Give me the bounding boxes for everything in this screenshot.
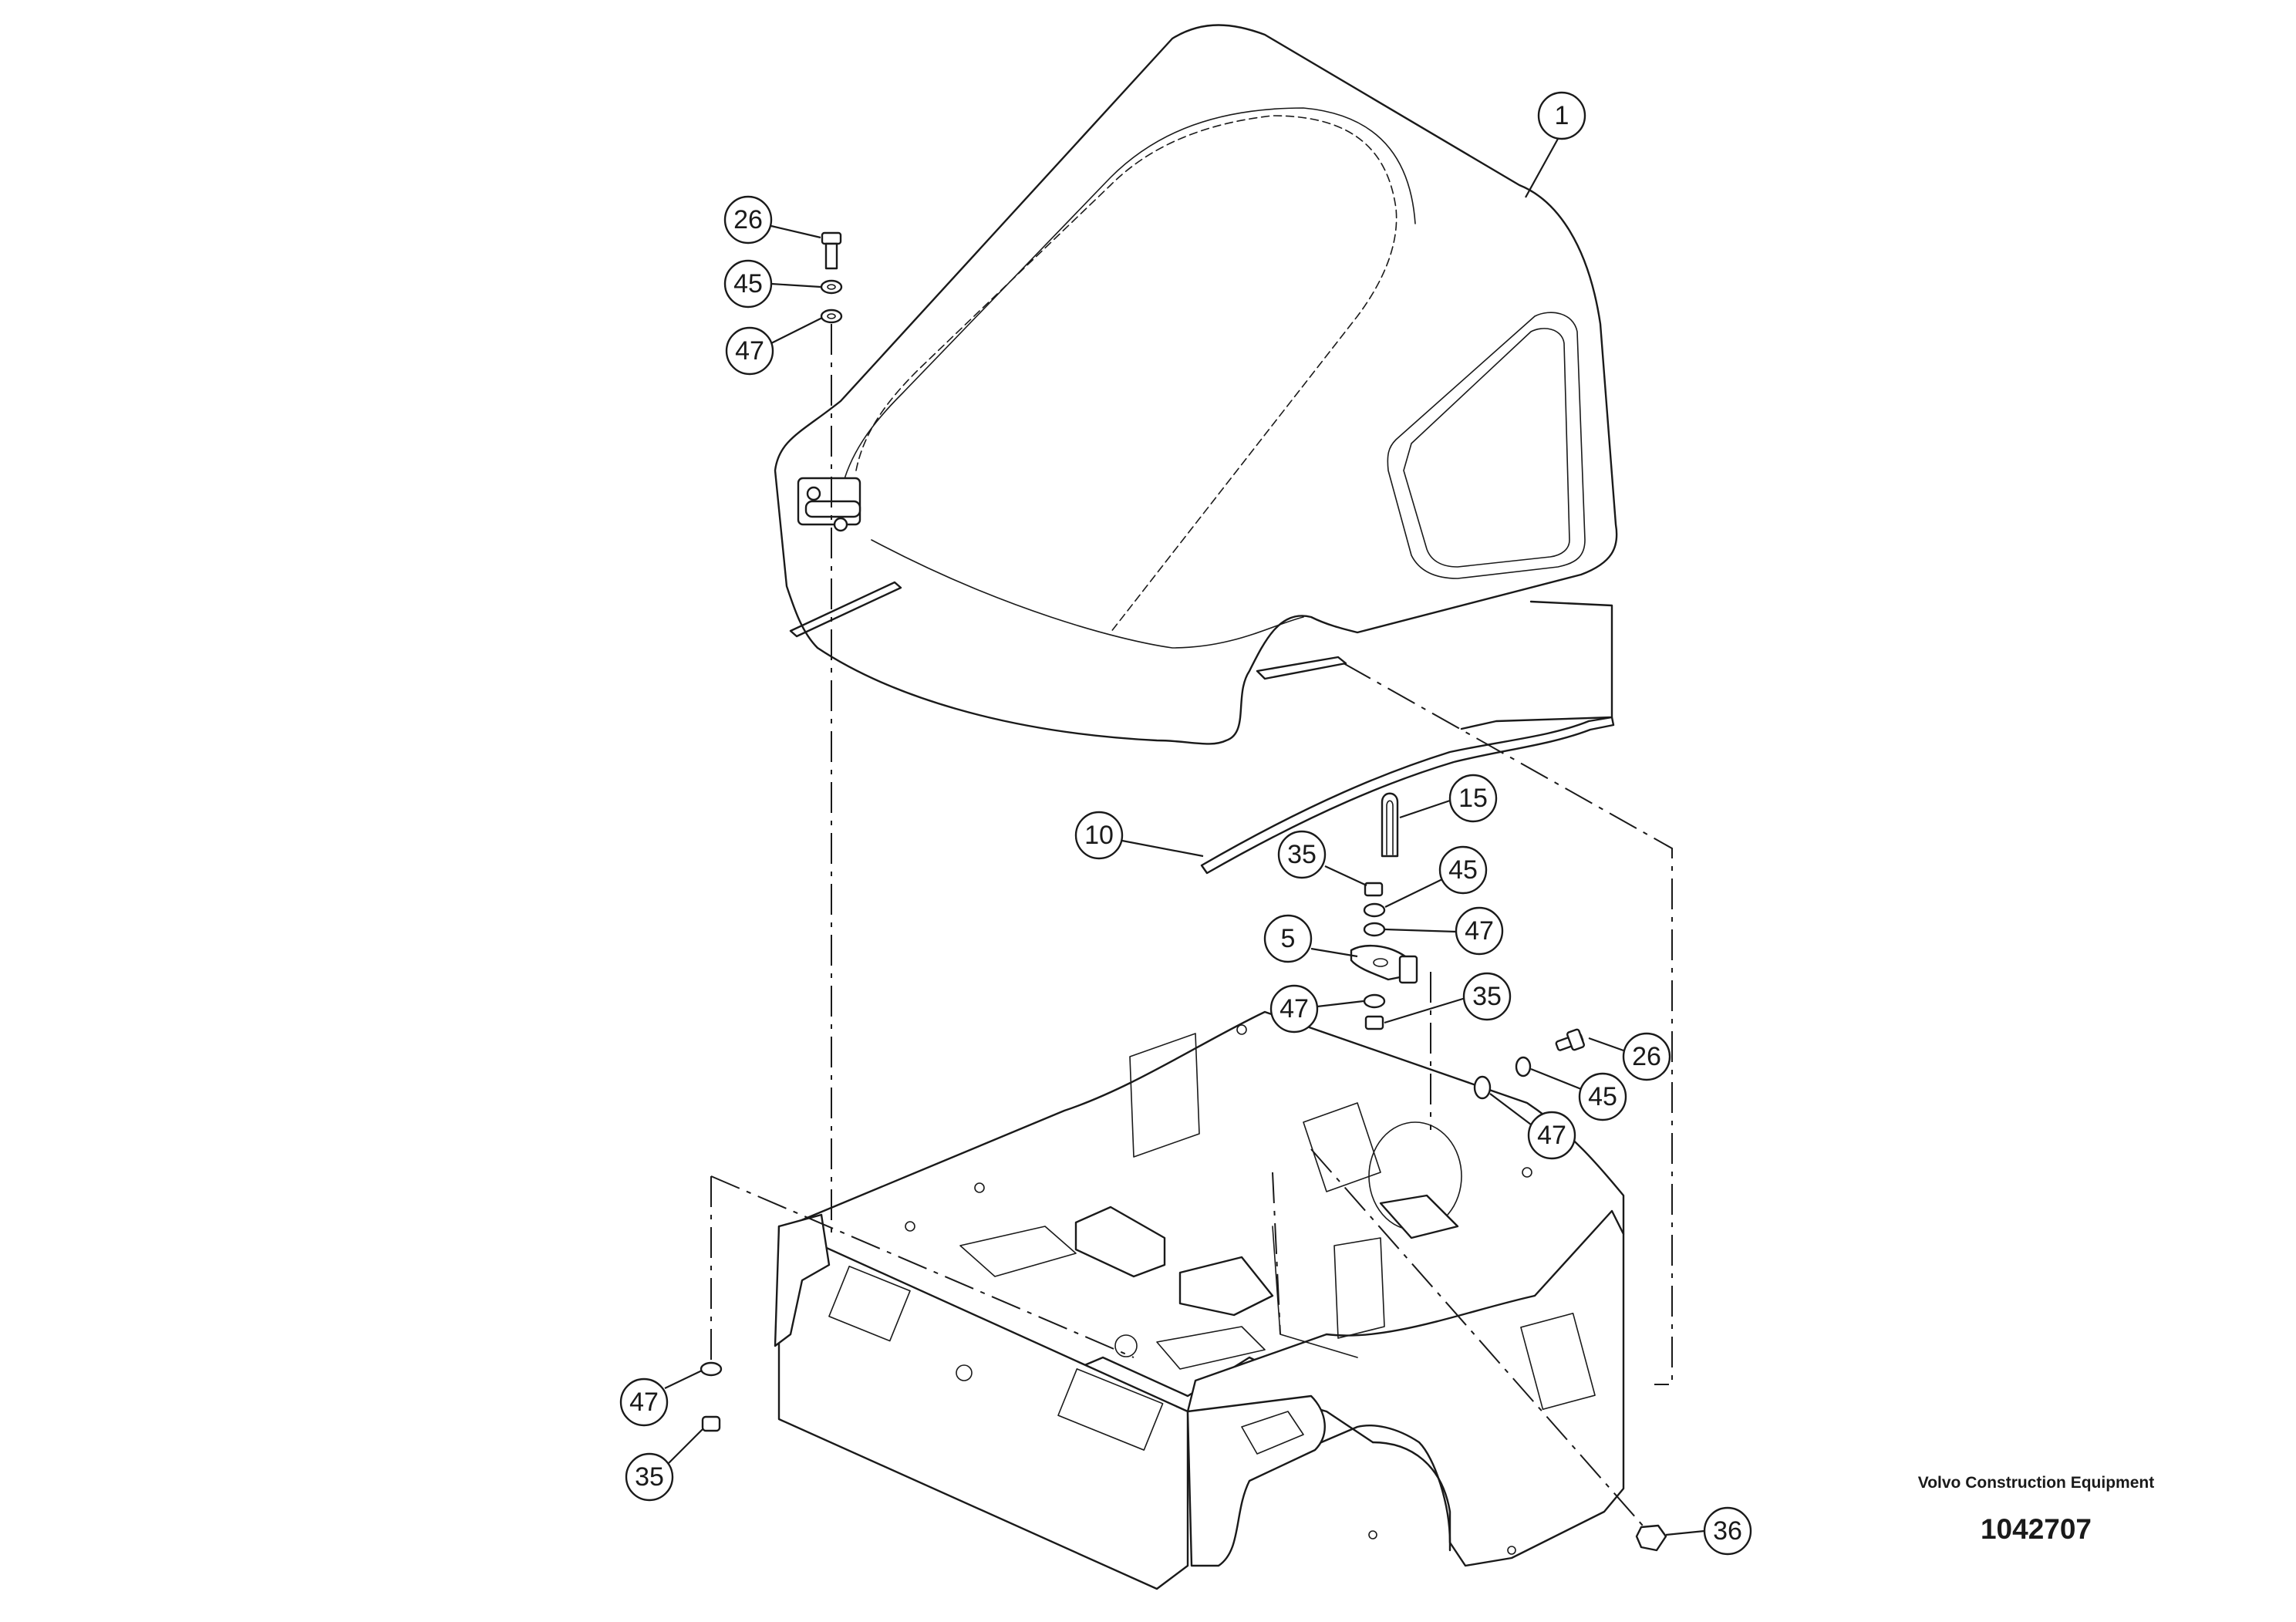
callout-label-47-side: 47 [1537, 1121, 1566, 1150]
callout-10 [1074, 811, 1124, 860]
washer-45-side [1515, 1056, 1532, 1077]
washer-45-mid [1363, 902, 1386, 918]
nut-36 [1635, 1524, 1667, 1552]
callout-47-mid [1455, 906, 1504, 956]
callout-label-47-mid: 47 [1465, 916, 1494, 946]
callout-label-10: 10 [1084, 821, 1114, 850]
callout-45-top [723, 259, 773, 309]
callout-45-mid [1438, 845, 1488, 895]
nut-35-mid [1364, 882, 1384, 897]
callout-label-47-lower: 47 [1279, 994, 1309, 1023]
callout-47-bottom [619, 1378, 669, 1427]
bolt-26-top [821, 231, 842, 270]
washer-47-lower [1363, 993, 1386, 1009]
brand-label: Volvo Construction Equipment [1917, 1474, 2155, 1492]
callout-label-26-top: 26 [733, 205, 763, 234]
nut-35-bottom [701, 1415, 721, 1432]
callout-26-side [1622, 1032, 1671, 1081]
callout-label-35-mid: 35 [1287, 840, 1317, 869]
callout-label-45-top: 45 [733, 269, 763, 298]
washer-47-top [820, 309, 843, 324]
callout-47-side [1527, 1111, 1576, 1160]
callout-35-bottom [625, 1452, 674, 1502]
callout-47-top [725, 326, 774, 376]
callout-45-side [1578, 1072, 1627, 1121]
callout-label-47-bottom: 47 [629, 1388, 659, 1417]
washer-47-mid [1363, 922, 1386, 937]
callout-label-35-lower: 35 [1472, 982, 1502, 1011]
callout-label-1: 1 [1555, 101, 1569, 130]
callout-35-mid [1277, 830, 1327, 879]
seal-strip [1200, 716, 1615, 875]
bracket-5 [1350, 945, 1418, 984]
callout-1 [1537, 91, 1586, 140]
callout-label-47-top: 47 [735, 336, 764, 366]
callout-label-45-mid: 45 [1448, 855, 1478, 885]
callout-label-26-side: 26 [1632, 1042, 1661, 1071]
hood-latch [797, 477, 861, 532]
callout-26-top [723, 195, 773, 244]
washer-47-side [1473, 1075, 1492, 1100]
callout-47-lower [1269, 984, 1319, 1034]
callouts: 1 26 45 47 15 10 35 45 5 [619, 91, 1752, 1556]
callout-label-15: 15 [1458, 784, 1488, 813]
assembly-centerlines [710, 324, 1673, 1526]
callout-label-45-side: 45 [1588, 1082, 1617, 1111]
u-bolt-15 [1381, 792, 1399, 858]
bolt-26-side [1555, 1028, 1585, 1051]
frame-chassis [774, 1010, 1625, 1590]
callout-15 [1448, 774, 1498, 823]
washer-45-top [820, 279, 843, 295]
washer-47-bottom [700, 1361, 723, 1377]
callout-label-36: 36 [1713, 1516, 1742, 1546]
engine-hood [774, 24, 1618, 745]
callout-5 [1263, 914, 1313, 963]
nut-35-lower [1364, 1015, 1384, 1030]
document-number: 1042707 [1980, 1513, 2092, 1545]
callout-35-lower [1462, 972, 1512, 1021]
callout-label-5: 5 [1281, 924, 1296, 953]
callout-label-35-bottom: 35 [635, 1462, 664, 1492]
callout-36 [1703, 1506, 1752, 1556]
